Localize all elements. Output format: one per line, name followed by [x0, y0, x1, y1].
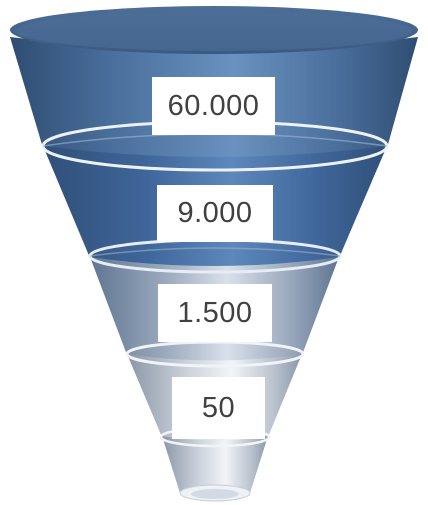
- stage-2-value: 9.000: [157, 185, 273, 242]
- ring-3: [125, 340, 305, 368]
- stage-3-value: 1.500: [158, 284, 272, 342]
- stage-1-value: 60.000: [152, 77, 275, 135]
- funnel-spout: [162, 436, 268, 497]
- stage-4-value: 50: [172, 377, 265, 439]
